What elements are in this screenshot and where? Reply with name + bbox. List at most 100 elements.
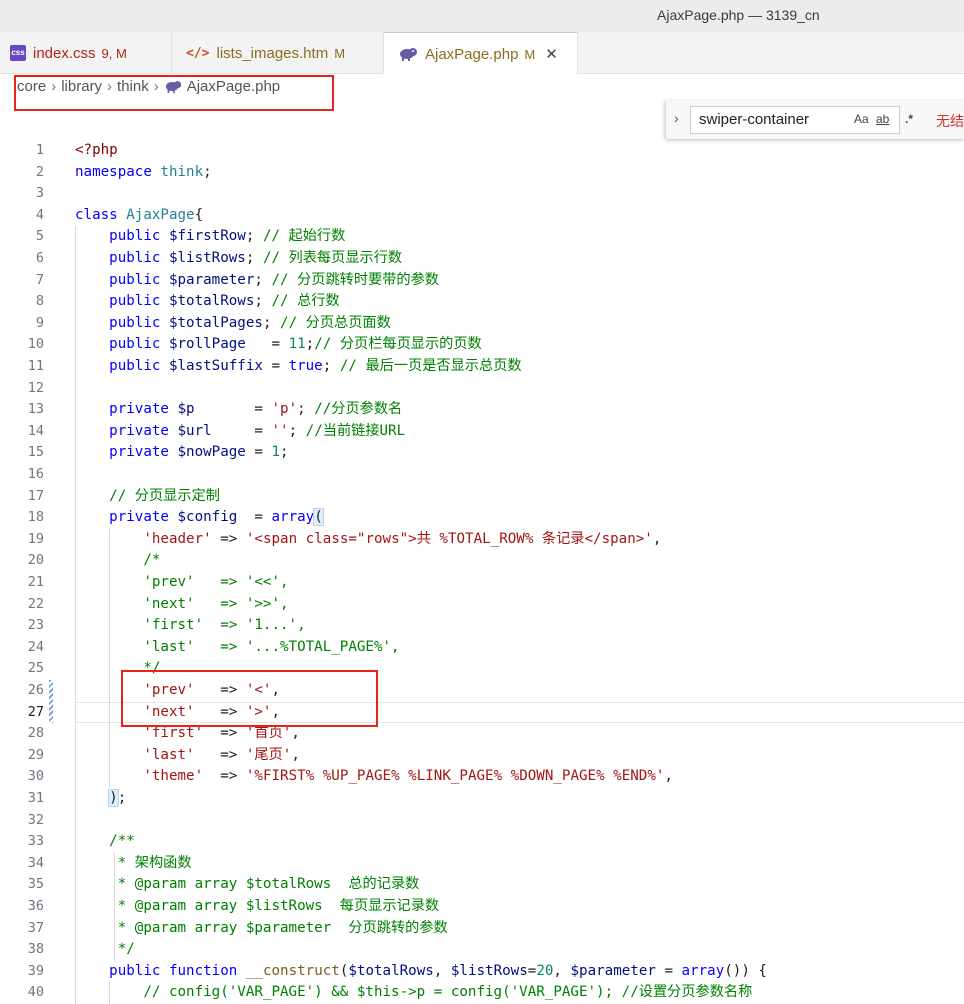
line-number: 36 [27,898,44,914]
code-line[interactable]: 10 public $rollPage = 11;// 分页栏每页显示的页数 [0,334,964,356]
chevron-right-icon[interactable]: › [674,110,679,126]
code-text: private $url = ''; //当前链接URL [109,422,406,439]
find-input[interactable]: swiper-container [690,106,900,134]
code-text: public $firstRow; // 起始行数 [109,228,346,245]
code-line[interactable]: 38 */ [0,939,964,961]
match-case-toggle[interactable]: Aa [854,112,869,126]
code-line[interactable]: 16 [0,464,964,486]
line-number: 33 [27,833,44,850]
line-number: 1 [35,142,44,158]
line-number: 13 [27,401,44,418]
code-line[interactable]: 1 <?php [0,140,964,162]
line-number: 23 [27,617,44,634]
code-line[interactable]: 15 private $nowPage = 1; [0,442,964,464]
code-line[interactable]: 26 'prev' => '<', [0,680,964,702]
code-line[interactable]: 9 public $totalPages; // 分页总页面数 [0,313,964,335]
line-number: 10 [27,336,44,353]
line-number: 3 [35,185,44,202]
breadcrumb: core › library › think › AjaxPage.php [0,74,964,102]
code-line[interactable]: 28 'first' => '首页', [0,723,964,745]
code-text: 'first' => '首页', [143,725,300,742]
code-line[interactable]: 34 * 架构函数 [0,853,964,875]
code-line[interactable]: 8 public $totalRows; // 总行数 [0,291,964,313]
code-line[interactable]: 33 /** [0,831,964,853]
tab-index-css[interactable]: css index.css 9, M [0,32,172,74]
breadcrumb-item-think[interactable]: think [117,78,149,95]
line-number: 39 [27,962,44,979]
line-number: 28 [27,725,44,742]
code-text: public function __construct($totalRows, … [109,962,767,979]
code-text: class AjaxPage{ [75,206,204,223]
code-line[interactable]: 22 'next' => '>>', [0,594,964,616]
line-number: 29 [27,746,44,763]
code-line[interactable]: 19 'header' => '<span class="rows">共 %TO… [0,529,964,551]
code-text: * @param array $parameter 分页跳转的参数 [75,919,448,936]
code-text: public $rollPage = 11;// 分页栏每页显示的页数 [109,336,482,353]
code-text: <?php [75,142,118,158]
code-text: /** [109,833,135,850]
tab-ajaxpage-php[interactable]: AjaxPage.php M ✕ [384,32,578,75]
code-line[interactable]: 39 public function __construct($totalRow… [0,961,964,983]
code-line[interactable]: 14 private $url = ''; //当前链接URL [0,421,964,443]
code-line[interactable]: 30 'theme' => '%FIRST% %UP_PAGE% %LINK_P… [0,766,964,788]
tab-lists-images-htm[interactable]: </> lists_images.htm M [172,32,384,74]
breadcrumb-item-library[interactable]: library [61,78,103,95]
css-file-icon: css [10,45,26,61]
line-number: 14 [27,422,44,439]
code-text: */ [75,660,161,677]
code-text: 'last' => '尾页', [143,746,300,763]
line-number: 12 [27,379,44,396]
code-line[interactable]: 21 'prev' => '<<', [0,572,964,594]
breadcrumb-item-file[interactable]: AjaxPage.php [186,78,281,95]
code-line[interactable]: 17 // 分页显示定制 [0,486,964,508]
code-line[interactable]: 7 public $parameter; // 分页跳转时要带的参数 [0,270,964,292]
code-line[interactable]: 3 [0,183,964,205]
code-line[interactable]: 27 'next' => '>', [0,701,964,724]
code-editor[interactable]: 1 <?php 2 namespace think; 3 4 class AjaxPage{… [0,140,964,1004]
line-number: 37 [27,919,44,936]
code-line[interactable]: 13 private $p = 'p'; //分页参数名 [0,399,964,421]
editor-tab-bar: css index.css 9, M </> lists_images.htm … [0,32,964,75]
code-line[interactable]: 35 * @param array $totalRows 总的记录数 [0,874,964,896]
code-text: /* [143,552,161,569]
code-line[interactable]: 20 /* [0,550,964,572]
php-elephant-icon [400,48,417,61]
line-number: 9 [35,314,44,331]
regex-toggle[interactable]: .* [905,112,914,126]
chevron-right-icon: › [153,78,159,95]
code-line[interactable]: 40 // config('VAR_PAGE') && $this->p = c… [0,982,964,1004]
code-line[interactable]: 4 class AjaxPage{ [0,205,964,227]
code-line[interactable]: 24 'last' => '...%TOTAL_PAGE%', [0,637,964,659]
breadcrumb-item-core[interactable]: core [17,78,47,95]
code-line[interactable]: 37 * @param array $parameter 分页跳转的参数 [0,918,964,940]
line-number: 4 [35,206,44,223]
current-line-highlight [75,701,964,724]
chevron-right-icon: › [51,78,57,95]
code-line[interactable]: 36 * @param array $listRows 每页显示记录数 [0,896,964,918]
code-line[interactable]: 11 public $lastSuffix = true; // 最后一页是否显… [0,356,964,378]
code-line[interactable]: 12 [0,378,964,400]
close-icon[interactable]: ✕ [545,46,558,63]
code-line[interactable]: 32 [0,810,964,832]
line-number: 24 [27,638,44,655]
code-line[interactable]: 18 private $config = array( [0,507,964,529]
code-line[interactable]: 29 'last' => '尾页', [0,745,964,767]
line-number: 8 [35,293,44,310]
code-line[interactable]: 5 public $firstRow; // 起始行数 [0,226,964,248]
code-text: ); [108,789,127,807]
tab-label: AjaxPage.php [425,45,519,63]
code-line[interactable]: 23 'first' => '1...', [0,615,964,637]
line-number: 7 [35,271,44,288]
code-line[interactable]: 2 namespace think; [0,162,964,184]
whole-word-toggle[interactable]: ab [876,112,890,126]
line-number: 27 [27,703,44,720]
line-number: 2 [35,163,44,180]
line-number: 22 [27,595,44,612]
code-text: namespace think; [75,163,212,180]
tab-status: M [334,45,346,61]
code-line[interactable]: 6 public $listRows; // 列表每页显示行数 [0,248,964,270]
code-text: 'header' => '<span class="rows">共 %TOTAL… [143,530,662,547]
code-line[interactable]: 31 ); [0,788,964,810]
code-line[interactable]: 25 */ [0,658,964,680]
modified-lines-marker[interactable] [49,680,53,724]
